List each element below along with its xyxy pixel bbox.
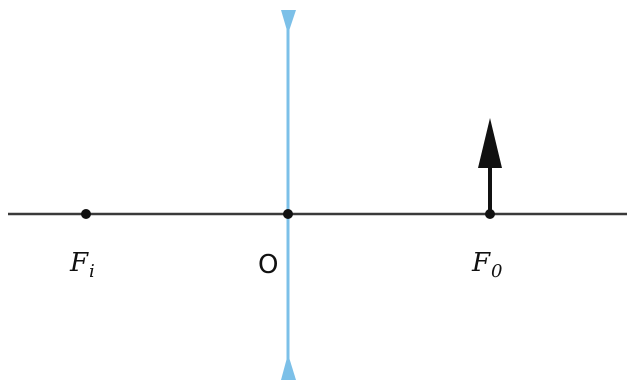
object-focus-label-sub: 0 xyxy=(491,261,503,282)
object-focus-label-main: F xyxy=(472,248,491,278)
optical-center-label: O xyxy=(258,250,279,280)
image-focus-label-sub: i xyxy=(89,261,95,282)
lens-top-arrowhead xyxy=(281,10,296,34)
image-focus-label-main: F xyxy=(70,248,89,278)
lens-bottom-arrowhead xyxy=(281,354,296,380)
image-focus-point xyxy=(81,209,91,219)
object-focus-label: F0 xyxy=(472,250,503,281)
object-arrow-head xyxy=(478,118,502,168)
image-focus-label: Fi xyxy=(70,250,95,281)
optical-center-point xyxy=(283,209,293,219)
